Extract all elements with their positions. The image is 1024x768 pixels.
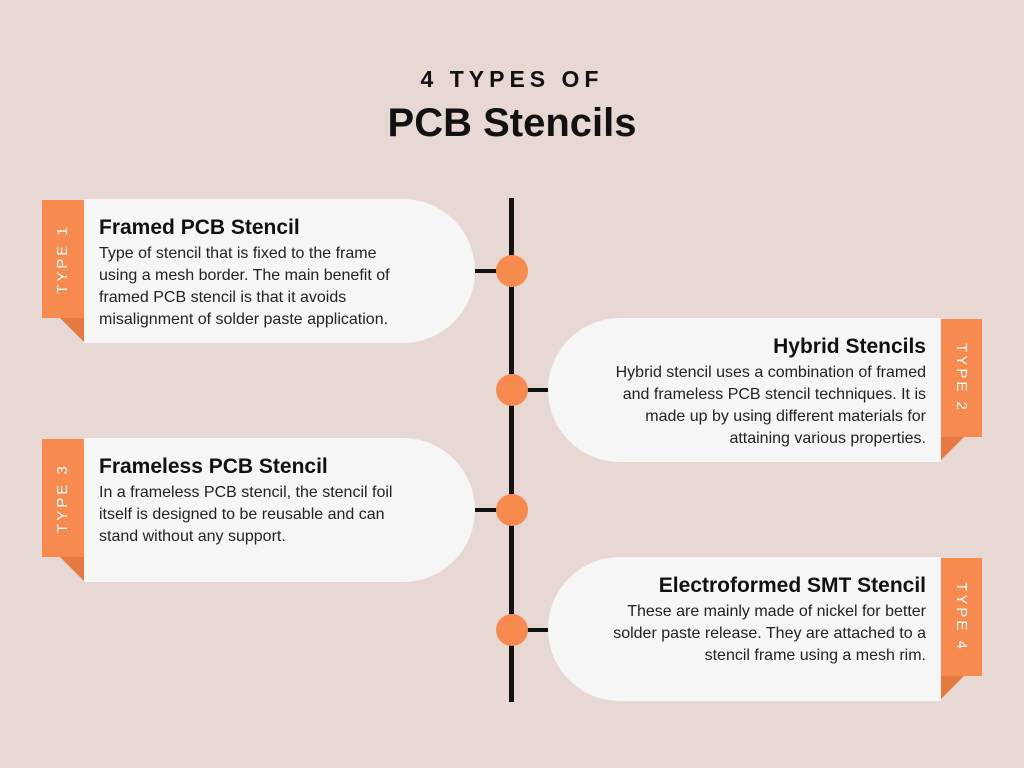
description-line: In a frameless PCB stencil, the stencil … [99,484,393,501]
type-tab-2: TYPE 2 [940,319,982,437]
description-line: itself is designed to be reusable and ca… [99,506,385,523]
type-tab-label: TYPE 2 [953,343,970,413]
connector-4 [512,628,549,632]
connector-2 [512,388,549,392]
description-line: and frameless PCB stencil techniques. It… [622,386,926,403]
description-line: misalignment of solder paste application… [99,311,389,328]
page-supertitle: 4 TYPES OF [420,66,604,92]
timeline-line [509,198,514,702]
card-title: Hybrid Stencils [773,335,926,358]
description-line: stand without any support. [99,528,286,545]
type-tab-label: TYPE 4 [953,582,970,652]
description-line: Hybrid stencil uses a combination of fra… [615,364,926,381]
card-description: Hybrid stencil uses a combination of fra… [568,362,926,450]
card-title: Framed PCB Stencil [99,216,300,239]
timeline-dot-2 [496,374,528,406]
page-title: PCB Stencils [387,101,637,145]
card-description: Type of stencil that is fixed to the fra… [99,243,435,331]
description-line: using a mesh border. The main benefit of [99,267,390,284]
timeline-dot-3 [496,494,528,526]
tab-fold-type-1 [60,318,84,342]
tab-fold-type-2 [940,437,964,461]
timeline-dot-1 [496,255,528,287]
description-line: Type of stencil that is fixed to the fra… [99,245,377,262]
type-tab-label: TYPE 1 [54,224,71,294]
type-card-frameless: Frameless PCB Stencil In a frameless PCB… [84,438,475,582]
card-title: Electroformed SMT Stencil [658,574,926,597]
connector-3 [475,508,511,512]
type-tab-4: TYPE 4 [940,558,982,676]
description-line: made up by using different materials for [645,408,926,425]
type-tab-1: TYPE 1 [42,200,84,318]
type-tab-3: TYPE 3 [42,439,84,557]
description-line: These are mainly made of nickel for bett… [627,603,926,620]
tab-fold-type-4 [940,676,964,700]
description-line: attaining various properties. [729,430,926,447]
tab-fold-type-3 [60,557,84,581]
timeline-dot-4 [496,614,528,646]
type-tab-label: TYPE 3 [54,463,71,533]
type-card-framed: Framed PCB Stencil Type of stencil that … [84,199,475,343]
type-card-electroformed: Electroformed SMT Stencil These are main… [548,557,941,701]
description-line: framed PCB stencil is that it avoids [99,289,347,306]
connector-1 [475,269,511,273]
card-description: These are mainly made of nickel for bett… [568,601,926,667]
description-line: stencil frame using a mesh rim. [704,647,926,664]
card-description: In a frameless PCB stencil, the stencil … [99,482,435,548]
card-title: Frameless PCB Stencil [99,455,328,478]
type-card-hybrid: Hybrid Stencils Hybrid stencil uses a co… [548,318,941,462]
description-line: solder paste release. They are attached … [613,625,926,642]
